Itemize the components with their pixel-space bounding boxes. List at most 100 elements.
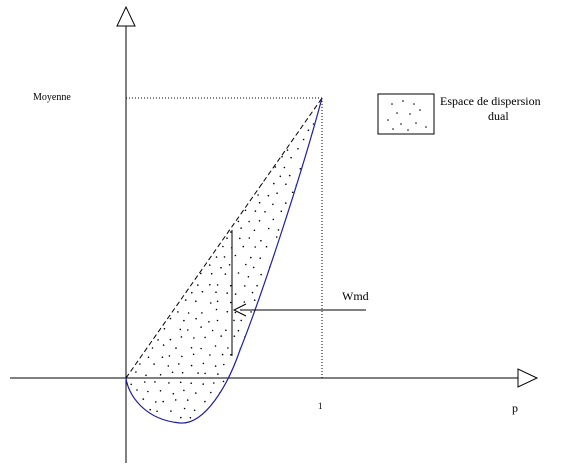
dispersion-dot xyxy=(260,273,262,276)
dispersion-dot xyxy=(231,119,234,121)
dispersion-dot xyxy=(242,408,245,411)
dispersion-dot xyxy=(295,380,297,383)
dispersion-dot xyxy=(138,347,140,350)
dispersion-dot xyxy=(145,137,147,139)
dispersion-dot xyxy=(254,158,256,161)
dispersion-dot xyxy=(299,111,302,114)
dispersion-dot xyxy=(209,122,212,125)
dispersion-dot xyxy=(308,168,311,170)
dispersion-dot xyxy=(172,119,175,122)
dispersion-dot xyxy=(134,353,137,355)
dispersion-curve xyxy=(125,97,323,424)
dispersion-dot xyxy=(138,149,141,152)
dispersion-dot xyxy=(200,347,202,350)
dispersion-dot xyxy=(183,138,185,141)
dispersion-dot xyxy=(302,211,305,213)
dispersion-dot xyxy=(190,364,193,367)
dispersion-dot xyxy=(312,123,315,125)
dispersion-dot xyxy=(173,227,175,230)
dispersion-dot xyxy=(156,221,158,223)
dispersion-dot xyxy=(160,228,162,231)
dispersion-dot xyxy=(252,408,254,410)
dispersion-dot xyxy=(315,175,318,177)
dispersion-dot xyxy=(313,266,315,269)
dispersion-dot xyxy=(299,168,302,170)
dispersion-dot xyxy=(179,258,181,260)
dispersion-dot xyxy=(193,337,195,339)
dispersion-dot xyxy=(154,236,156,238)
dispersion-dot xyxy=(164,308,167,311)
dispersion-dot xyxy=(144,381,146,383)
dispersion-dot xyxy=(213,111,215,113)
dispersion-dot xyxy=(286,112,288,115)
dispersion-dot xyxy=(270,418,273,420)
dispersion-dot xyxy=(264,148,266,150)
dispersion-dot xyxy=(253,229,256,232)
dispersion-dot xyxy=(172,155,174,158)
dispersion-dot xyxy=(179,381,182,384)
dispersion-dot xyxy=(229,284,232,287)
dispersion-dot xyxy=(257,391,259,394)
dispersion-dot xyxy=(286,149,289,151)
dispersion-dot xyxy=(258,381,261,383)
dispersion-dot xyxy=(171,177,174,179)
dispersion-dot xyxy=(174,128,176,131)
dispersion-dot xyxy=(173,248,175,250)
dispersion-dot xyxy=(264,137,267,140)
dispersion-dot xyxy=(160,155,162,158)
dispersion-dot xyxy=(238,112,241,115)
dispersion-dot xyxy=(132,156,135,159)
dispersion-dot xyxy=(268,122,270,124)
dispersion-dot xyxy=(309,219,312,221)
legend-dot xyxy=(425,126,427,128)
dispersion-dot xyxy=(199,113,202,116)
dispersion-dot xyxy=(254,210,257,212)
dispersion-dot xyxy=(314,391,316,394)
dispersion-dot xyxy=(209,354,211,356)
dispersion-dot xyxy=(316,230,319,232)
dispersion-dot xyxy=(201,290,204,293)
dispersion-dot xyxy=(304,192,306,195)
dispersion-dot xyxy=(242,120,244,123)
dispersion-dot xyxy=(294,222,296,224)
dispersion-dot xyxy=(237,220,240,223)
dispersion-dot xyxy=(235,201,237,204)
dispersion-dot xyxy=(126,254,129,257)
dispersion-dot xyxy=(241,158,244,160)
dispersion-dot xyxy=(293,320,296,323)
dispersion-dot xyxy=(311,257,314,259)
x-axis-label: p xyxy=(512,401,518,415)
dispersion-dot xyxy=(194,155,196,157)
dispersion-dot xyxy=(163,113,165,115)
dispersion-dot xyxy=(314,281,316,284)
dispersion-dot xyxy=(266,174,268,177)
dispersion-dot xyxy=(282,409,284,411)
dispersion-dot xyxy=(270,111,273,114)
dispersion-dot xyxy=(250,311,252,313)
dispersion-dot xyxy=(297,362,299,365)
dispersion-dot xyxy=(148,337,151,340)
dispersion-dot xyxy=(233,389,235,391)
dispersion-dot xyxy=(273,182,275,185)
dispersion-dot xyxy=(180,336,183,338)
dispersion-dot xyxy=(210,201,213,204)
dispersion-dot xyxy=(128,221,131,223)
dispersion-dot xyxy=(192,353,195,356)
dispersion-dot xyxy=(253,101,255,103)
dispersion-dot xyxy=(214,149,217,152)
dispersion-dot xyxy=(223,256,226,258)
dispersion-dot xyxy=(183,389,185,392)
dispersion-dot xyxy=(228,264,231,266)
dispersion-dot xyxy=(239,164,241,166)
dispersion-dot xyxy=(144,174,147,176)
dispersion-dot xyxy=(127,114,129,116)
dispersion-dot xyxy=(142,398,145,400)
dispersion-dot xyxy=(269,105,272,107)
dispersion-dot xyxy=(229,157,231,160)
dispersion-dot xyxy=(162,256,165,259)
dispersion-dot xyxy=(292,301,294,304)
dispersion-dot xyxy=(209,284,211,286)
dispersion-dot xyxy=(208,212,211,214)
dispersion-dot xyxy=(204,372,206,375)
dispersion-dot xyxy=(265,245,268,248)
